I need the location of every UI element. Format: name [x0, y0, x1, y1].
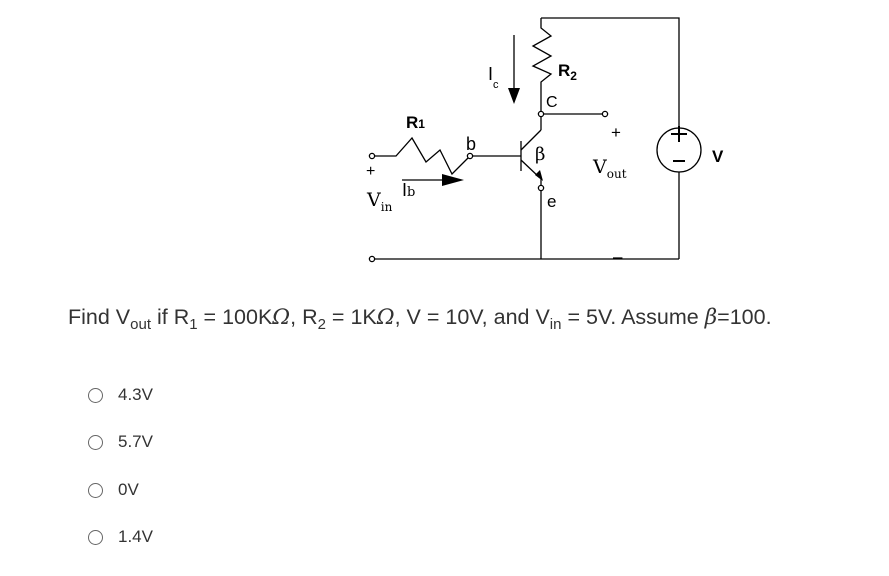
q-part-8: =100. — [717, 305, 772, 329]
q-sub-in: in — [549, 316, 562, 333]
q-sub-out: out — [130, 316, 151, 333]
question-text: Find Vout if R1 = 100KΩ, R2 = 1KΩ, V = 1… — [68, 305, 883, 333]
svg-text:R2: R2 — [558, 61, 577, 83]
radio-button[interactable] — [88, 482, 103, 498]
q-ohm-2: Ω — [376, 305, 395, 330]
vin-plus-terminal — [368, 152, 376, 160]
option-label: 1.4V — [118, 527, 153, 546]
r1-resistor — [375, 136, 471, 176]
r1-label: R — [406, 113, 418, 132]
transistor-collector-lead — [520, 129, 542, 151]
r2-label-sub: 2 — [570, 69, 577, 83]
q-part-2: if R — [151, 305, 190, 329]
option-label: 4.3V — [118, 385, 153, 404]
vin-minus-terminal — [368, 255, 376, 263]
ic-arrow-head — [508, 88, 520, 104]
q-sub-2: 2 — [317, 316, 326, 333]
vout-label-sub: out — [607, 167, 627, 181]
option-1[interactable]: 4.3V — [88, 382, 153, 408]
vout-plus-sign: + — [611, 123, 621, 142]
ic-label: I — [488, 64, 493, 84]
svg-text:Ic: Ic — [488, 64, 499, 91]
base-label: b — [466, 134, 476, 154]
circuit-diagram: R1 R2 Ic Ib b C e β + Vin + Vout – V — [366, 17, 724, 266]
collector-node — [537, 110, 545, 118]
q-part-7: = 5V. Assume — [561, 305, 705, 329]
radio-button[interactable] — [88, 434, 103, 450]
vout-minus-sign: – — [613, 247, 623, 266]
vin-label-sub: in — [381, 200, 393, 214]
option-label: 5.7V — [118, 432, 153, 451]
radio-button[interactable] — [88, 529, 103, 545]
emitter-node — [537, 184, 545, 192]
source-label: V — [712, 147, 724, 166]
option-2[interactable]: 5.7V — [88, 429, 153, 455]
q-beta: β — [704, 305, 718, 330]
emitter-label: e — [547, 192, 556, 211]
option-4[interactable]: 1.4V — [88, 524, 153, 550]
base-node — [466, 152, 474, 160]
r2-resistor — [531, 18, 553, 114]
vout-terminal — [601, 110, 609, 118]
vout-label: V — [592, 156, 607, 178]
ic-label-sub: c — [493, 79, 499, 91]
beta-label: β — [535, 144, 545, 165]
vin-plus-sign: + — [366, 163, 375, 180]
top-wire — [541, 17, 680, 128]
radio-button[interactable] — [88, 387, 103, 403]
q-ohm-1: Ω — [272, 305, 291, 330]
option-3[interactable]: 0V — [88, 477, 139, 503]
vin-label: V — [366, 189, 381, 211]
svg-text:Vin: Vin — [366, 189, 393, 214]
q-sub-1: 1 — [189, 316, 198, 333]
svg-text:Vout: Vout — [592, 156, 627, 181]
svg-text:R1: R1 — [406, 113, 425, 132]
q-part-5: = 1K — [325, 305, 377, 329]
option-label: 0V — [118, 480, 139, 499]
ib-arrow-head — [442, 174, 464, 186]
q-part-6: , V = 10V, and V — [394, 305, 550, 329]
q-part-4: , R — [290, 305, 318, 329]
ib-label-sub: b — [407, 185, 415, 200]
q-part-1: Find V — [68, 305, 131, 329]
emitter-arrow-head — [535, 170, 543, 181]
svg-text:Ib: Ib — [402, 180, 415, 200]
r1-label-sub: 1 — [418, 117, 425, 131]
q-part-3: = 100K — [197, 305, 273, 329]
r2-label: R — [558, 61, 570, 80]
collector-label: C — [546, 94, 558, 111]
ib-label: I — [402, 180, 407, 200]
